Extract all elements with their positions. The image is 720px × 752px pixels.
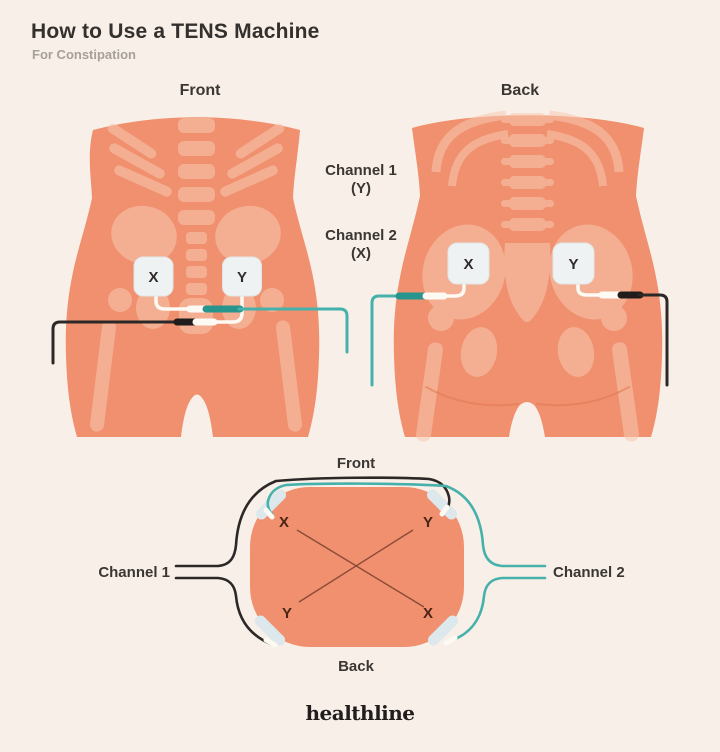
cross-section-diagram: X Y Y X	[174, 476, 547, 648]
cs-corner-top-left: X	[279, 514, 289, 531]
back-x-lead	[441, 283, 466, 298]
front-x-lead	[154, 295, 193, 311]
cs-cap-tr	[439, 504, 450, 517]
cs-black-bottom-wire	[174, 576, 273, 646]
front-wires	[51, 295, 349, 365]
back-pad-y	[552, 242, 595, 285]
cs-corner-bottom-right: X	[423, 605, 433, 622]
back-wires	[370, 283, 669, 387]
cs-corner-bottom-left: Y	[282, 605, 292, 622]
front-skeleton	[90, 118, 302, 432]
cs-teal-top-wire	[266, 482, 547, 568]
front-pad-y-label: Y	[237, 269, 247, 286]
page-title: How to Use a TENS Machine	[31, 20, 320, 43]
channel2-legend-name: Channel 2	[325, 227, 397, 244]
front-pad-x-label: X	[148, 269, 158, 286]
cross-section-front-label: Front	[336, 455, 376, 472]
crossing-lines	[296, 529, 425, 608]
channel2-legend: Channel 2 (X)	[299, 227, 423, 263]
front-figure-label: Front	[179, 82, 221, 99]
back-teal-wire	[370, 294, 402, 387]
electrode-pads: X Y X Y	[133, 242, 595, 297]
front-y-lead	[211, 295, 244, 324]
cross-section-wires	[174, 476, 547, 648]
front-black-wire	[51, 320, 180, 365]
front-teal-wire	[237, 307, 349, 354]
cs-cap-bl	[263, 637, 278, 648]
cs-cap-tl	[263, 507, 275, 520]
channel1-legend-name: Channel 1	[325, 162, 397, 179]
cross-section-channel2-label: Channel 2	[553, 564, 625, 581]
cross-section-back-label: Back	[338, 658, 374, 675]
front-torso-figure	[65, 117, 320, 437]
page-subtitle: For Constipation	[32, 47, 136, 62]
back-black-wire	[637, 293, 669, 387]
rim-electrode-strips	[254, 489, 459, 646]
cs-cap-br	[443, 635, 458, 646]
back-torso-figure	[393, 110, 663, 442]
healthline-logo: healthline	[305, 701, 415, 725]
channel1-legend: Channel 1 (Y)	[299, 162, 423, 198]
cs-corner-top-right: Y	[423, 514, 433, 531]
buttock-creases	[425, 386, 630, 407]
back-pad-x-label: X	[463, 256, 473, 273]
cs-teal-bottom-wire	[448, 576, 547, 643]
back-pad-y-label: Y	[568, 256, 578, 273]
back-pad-x	[447, 242, 490, 285]
channel1-legend-pad: (Y)	[351, 180, 371, 197]
back-y-lead	[576, 283, 605, 297]
front-pad-y	[222, 256, 262, 297]
cs-black-top-wire	[174, 476, 451, 568]
channel2-legend-pad: (X)	[351, 245, 371, 262]
cross-section-channel1-label: Channel 1	[98, 564, 170, 581]
back-figure-label: Back	[500, 82, 540, 99]
front-pad-x	[133, 256, 174, 297]
